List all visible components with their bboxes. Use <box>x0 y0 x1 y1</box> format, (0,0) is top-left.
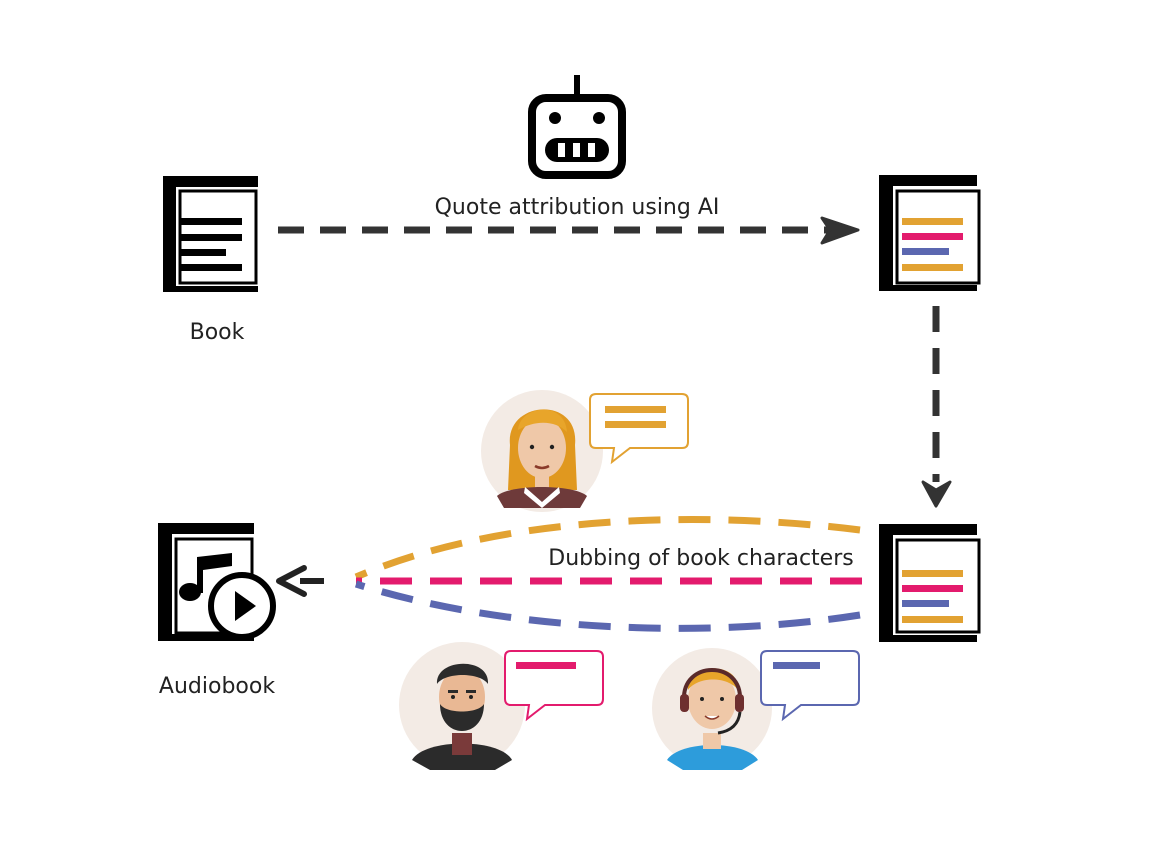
book-icon <box>163 176 262 292</box>
color-coded-book-icon-top <box>879 175 981 291</box>
speech-bubble-blue <box>760 650 860 722</box>
bearded-man-avatar-icon <box>399 642 525 770</box>
robot-icon <box>528 75 626 179</box>
book-label: Book <box>190 320 245 345</box>
headset-man-avatar-icon <box>652 648 772 770</box>
audiobook-label: Audiobook <box>159 674 275 699</box>
music-note-icon <box>179 553 232 601</box>
edge-label-dubbing: Dubbing of book characters <box>548 546 853 571</box>
dubbing-paths <box>276 516 862 632</box>
arrow-attributed-to-dubbed <box>921 306 952 508</box>
arrow-book-to-attributed <box>278 216 860 245</box>
speech-bubble-orange <box>589 393 689 465</box>
color-coded-book-icon-bottom <box>879 524 981 642</box>
woman-avatar-icon <box>481 390 603 512</box>
speech-bubble-pink <box>504 650 604 722</box>
audiobook-icon <box>158 523 276 641</box>
edge-label-quote-attribution: Quote attribution using AI <box>435 195 720 220</box>
